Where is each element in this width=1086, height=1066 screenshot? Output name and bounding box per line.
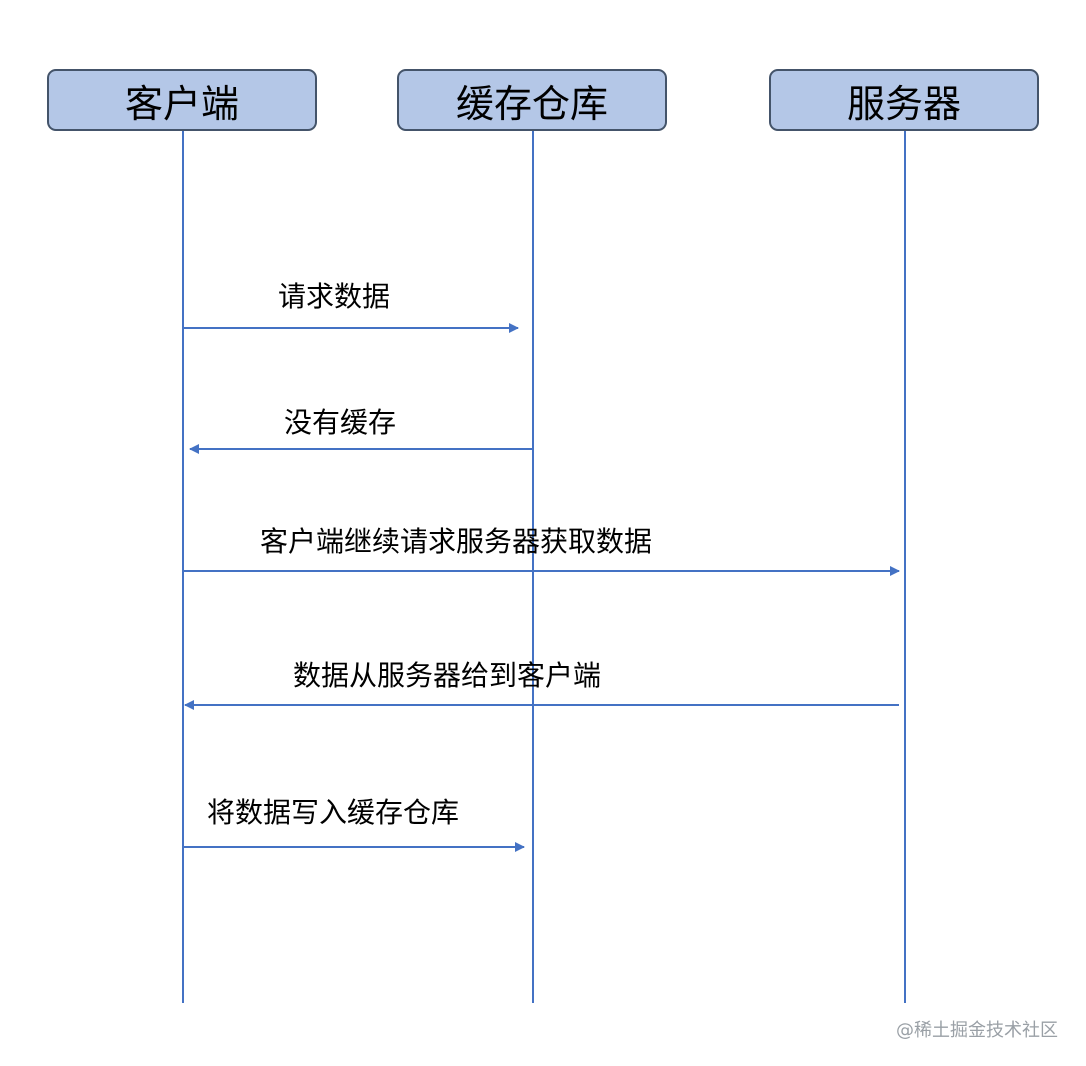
lifeline-server bbox=[904, 131, 906, 1003]
message-label-write-cache: 将数据写入缓存仓库 bbox=[207, 796, 460, 829]
message-label-no-cache: 没有缓存 bbox=[284, 406, 397, 439]
actor-server-box: 服务器 bbox=[769, 69, 1039, 131]
actor-cache-label: 缓存仓库 bbox=[455, 81, 608, 126]
actor-client-label: 客户端 bbox=[124, 81, 239, 126]
watermark: @稀土掘金技术社区 bbox=[896, 1020, 1058, 1041]
actor-client-box: 客户端 bbox=[47, 69, 317, 131]
message-label-request-data: 请求数据 bbox=[278, 280, 391, 313]
lifeline-cache bbox=[532, 131, 534, 1003]
message-label-server-response: 数据从服务器给到客户端 bbox=[293, 659, 602, 692]
actor-cache-box: 缓存仓库 bbox=[397, 69, 667, 131]
lifeline-client bbox=[182, 131, 184, 1003]
actor-server-label: 服务器 bbox=[846, 81, 961, 126]
message-label-request-server: 客户端继续请求服务器获取数据 bbox=[260, 525, 653, 558]
